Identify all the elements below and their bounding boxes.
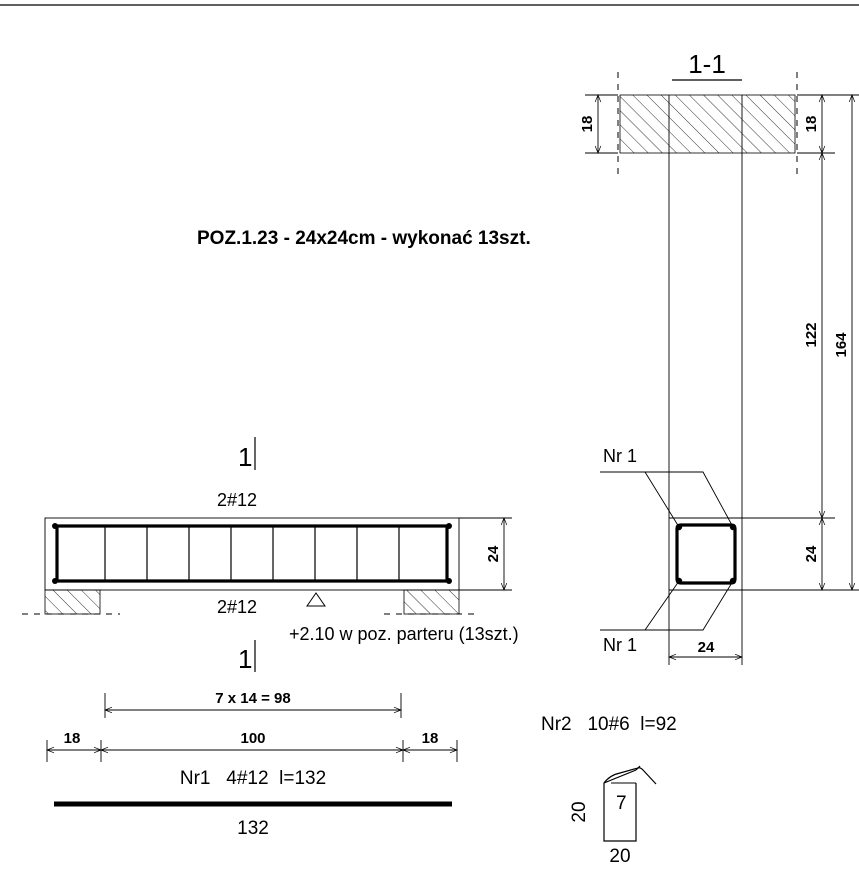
- cut-label-bottom: 1: [238, 644, 252, 674]
- bar-nr2-detail: Nr2 10#6 l=92 7 20 20: [541, 714, 677, 867]
- section-label: 1-1: [688, 49, 726, 79]
- bar-nr2-hook: [603, 767, 657, 785]
- dim-slab-left: 18: [579, 116, 596, 133]
- support-right: [403, 589, 460, 615]
- bar-nr1-detail: 7 x 14 = 98 18 100 18 Nr1 4#12 l=132 132: [46, 690, 458, 839]
- beam-outline: [44, 517, 460, 591]
- dim-bar-right: 18: [422, 730, 439, 747]
- callout-nr1-top: Nr 1: [603, 446, 637, 466]
- bar-end: [52, 578, 58, 584]
- support-left: [44, 589, 101, 615]
- dim-slab-right: 18: [803, 116, 820, 133]
- level-triangle-icon: [306, 592, 326, 607]
- dim-total-height: 164: [833, 332, 850, 358]
- dim-beam-height-section: 24: [803, 545, 820, 562]
- beam-elevation: 1 2#12 2#12 +2.10 w: [22, 437, 519, 674]
- bar-nr2-label: Nr2 10#6 l=92: [541, 714, 677, 735]
- callout-nr1-bottom: Nr 1: [603, 635, 637, 655]
- bar-end: [446, 523, 452, 529]
- bar-nr2-side-height: 20: [569, 801, 590, 822]
- dim-elevation-height: 24: [485, 545, 502, 562]
- section-stirrup: [675, 523, 737, 585]
- bar-end: [446, 578, 452, 584]
- dim-clear-height: 122: [803, 322, 820, 347]
- dim-bar-left: 18: [64, 730, 81, 747]
- dim-stirrup-spacing: 7 x 14 = 98: [215, 690, 290, 707]
- callout-leader-top-left: [600, 471, 680, 528]
- stirrups: [55, 526, 449, 581]
- bar-nr2-side-width: 20: [609, 846, 630, 867]
- section-1-1: 1-1 Nr 1 Nr 1 18: [579, 49, 859, 665]
- callout-leader-top-right: [645, 471, 734, 528]
- callout-leader-bottom-right: [645, 580, 734, 631]
- dim-bar-mid: 100: [240, 730, 265, 747]
- bar-end: [52, 523, 58, 529]
- cut-label-top: 1: [238, 442, 252, 472]
- bar-nr2-hook-length: 7: [616, 793, 627, 814]
- callout-leader-bottom-left: [600, 580, 680, 631]
- level-note: +2.10 w poz. parteru (13szt.): [289, 624, 519, 644]
- bottom-bars-label: 2#12: [217, 597, 257, 617]
- element-title: POZ.1.23 - 24x24cm - wykonać 13szt.: [197, 228, 531, 249]
- slab-section-hatch: [619, 94, 796, 154]
- bar-nr1-label: Nr1 4#12 l=132: [180, 768, 326, 789]
- dim-beam-width: 24: [698, 639, 715, 656]
- top-bars-label: 2#12: [217, 490, 257, 510]
- bar-nr1-length: 132: [237, 818, 269, 839]
